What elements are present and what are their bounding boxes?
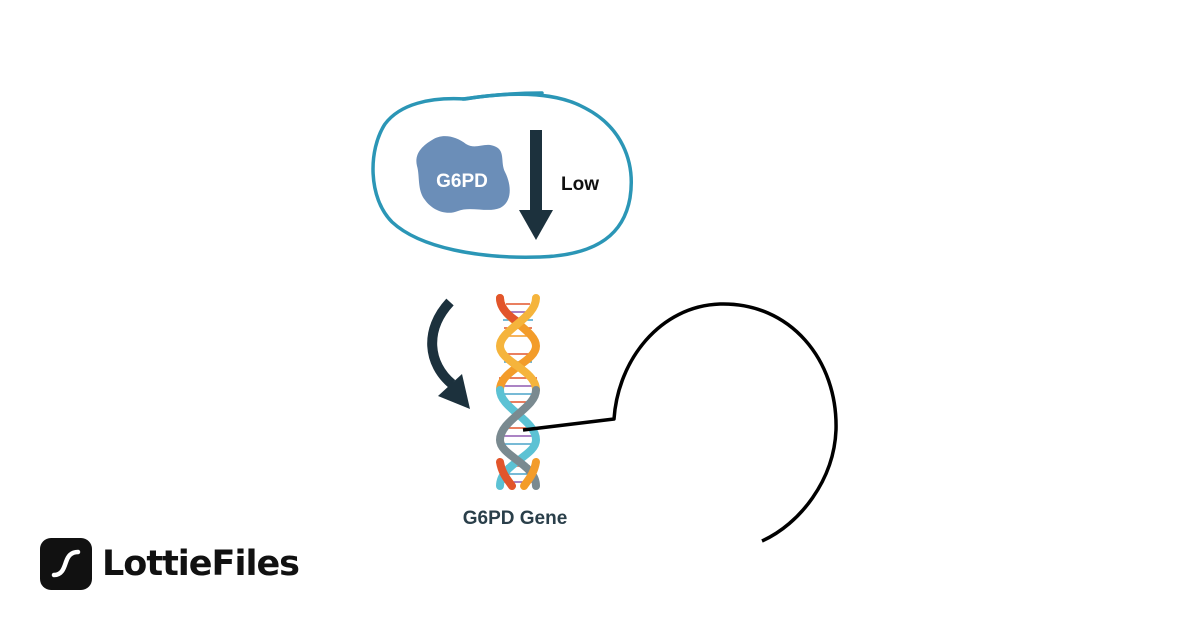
dna-strand-orange-b [495,294,540,394]
down-arrow-icon [519,130,553,240]
dna-strand-teal [496,386,541,490]
dna-strand-orange-bottom [520,458,540,490]
brand-name: LottieFiles [102,544,300,584]
curved-arrow-icon [427,298,470,409]
dna-strand-red [496,294,522,326]
lottiefiles-logo-icon [40,538,92,590]
dna-helix [495,294,541,490]
enzyme-outline [371,91,633,259]
brand-logo[interactable]: LottieFiles [40,538,300,590]
enzyme-label: G6PD [436,171,488,192]
level-label: Low [561,174,599,195]
pointer-line [522,302,838,543]
dna-strand-red-bottom [496,458,516,490]
dna-strand-grey [495,386,540,490]
g6pd-enzyme-blob [416,136,510,213]
gene-label: G6PD Gene [463,508,568,529]
